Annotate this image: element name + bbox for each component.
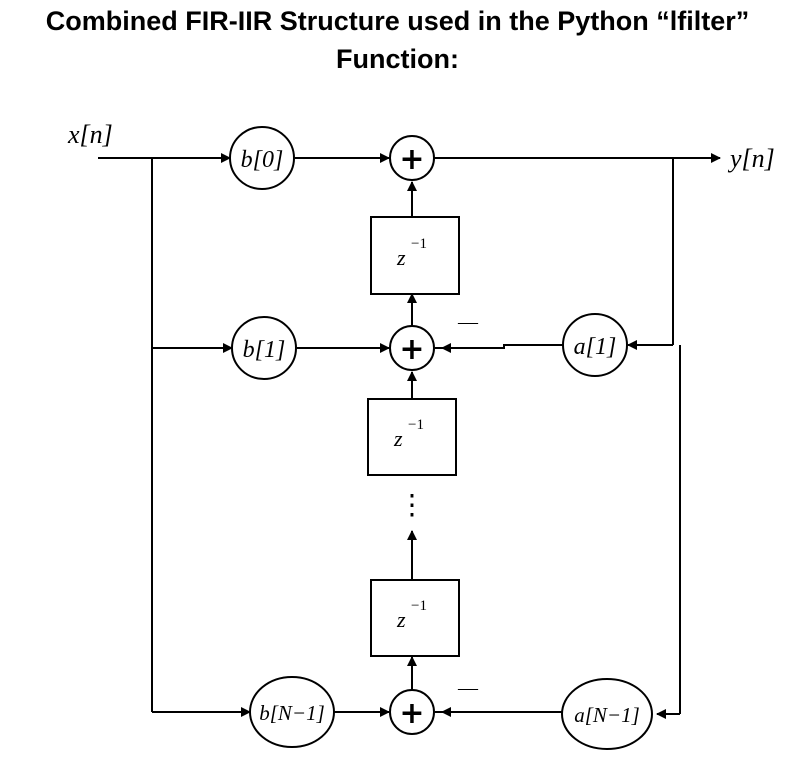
coef-a1: a[1]: [562, 313, 628, 377]
coef-aN-1: a[N−1]: [561, 678, 653, 750]
adder-N-1: +: [389, 689, 435, 735]
delay-box-3: z −1: [370, 579, 460, 657]
minus-sign-1: —: [457, 311, 479, 333]
coef-bN-1: b[N−1]: [249, 676, 335, 748]
coef-b1: b[1]: [231, 316, 297, 380]
delay-3-exp: −1: [411, 598, 427, 614]
chain-ellipsis: ⋮: [398, 490, 426, 521]
coef-b0-label: b[0]: [241, 147, 284, 173]
minus-sign-2: —: [457, 677, 479, 699]
adder-0-plus: +: [399, 142, 424, 177]
coef-b1-label: b[1]: [243, 337, 286, 363]
delay-box-2: z −1: [367, 398, 457, 476]
coef-aN-1-label: a[N−1]: [574, 703, 640, 727]
delay-1-z: z: [396, 245, 406, 270]
coef-bN-1-label: b[N−1]: [259, 701, 325, 725]
wire-a1-to-adder1: [435, 344, 563, 349]
adder-N-1-plus: +: [399, 696, 424, 731]
delay-1-exp: −1: [411, 236, 427, 252]
title-line-1: Combined FIR-IIR Structure used in the P…: [45, 6, 750, 36]
coef-b0: b[0]: [229, 126, 295, 190]
adder-1: +: [389, 325, 435, 371]
signal-wires: [98, 153, 721, 719]
diagram-title: Combined FIR-IIR Structure used in the P…: [0, 2, 795, 78]
delay-2-z: z: [393, 426, 403, 451]
delay-2-exp: −1: [408, 417, 424, 433]
output-label: y[n]: [727, 144, 775, 173]
adder-0: +: [389, 135, 435, 181]
title-line-2: Function:: [336, 44, 459, 74]
coef-a1-label: a[1]: [574, 334, 617, 360]
delay-box-1: z −1: [370, 216, 460, 295]
delay-3-z: z: [396, 607, 406, 632]
adder-1-plus: +: [399, 332, 424, 367]
input-label: x[n]: [67, 120, 113, 149]
